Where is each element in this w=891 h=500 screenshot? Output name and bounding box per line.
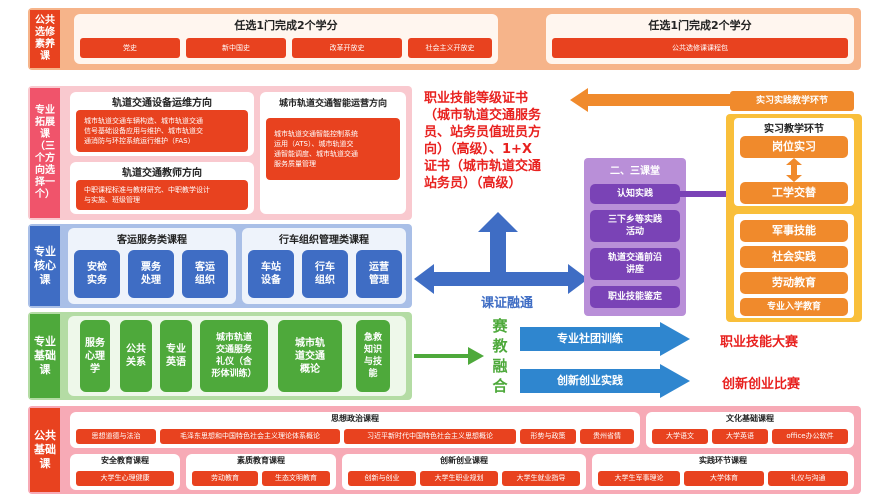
- practice-item-laodong: 劳动教育: [740, 272, 848, 294]
- sz-item-4: 形势与政策: [520, 429, 576, 444]
- cx-item-3: 大学生就业指导: [502, 471, 580, 486]
- core-group1-title: 客运服务类课程: [117, 235, 187, 246]
- cert-text: 职业技能等级证书 （城市轨道交通服务 员、站务员值班员方 向）（高级）、1+X …: [424, 91, 542, 191]
- contest-skills: 职业技能大赛: [720, 335, 799, 350]
- arrow-up-blue: [478, 212, 518, 272]
- sz-item-2: 毛泽东思想和中国特色社会主义理论体系概论: [160, 429, 340, 444]
- sj-item-1: 大学生军事理论: [598, 471, 680, 486]
- sy-title: 素质教育课程: [237, 456, 285, 465]
- row-label-basic: 专业 基础 课: [30, 314, 60, 398]
- wh-item-2: 大学英语: [712, 429, 768, 444]
- classroom-item-jiangzuo: 轨道交通前沿 讲座: [590, 248, 680, 280]
- arrow-innov: [520, 364, 690, 398]
- sy-item-2: 生态文明教育: [262, 471, 330, 486]
- elective-item-shehuizhuyi: 社会主义开放史: [408, 38, 492, 58]
- core-item-piaowu: 票务 处理: [128, 250, 174, 298]
- ext-dir1-courses: 城市轨道交通车辆构造、城市轨道交通 信号基础设备应用与维护、城市轨道交 通消防与…: [76, 110, 248, 152]
- sj-title: 实践环节课程: [699, 456, 747, 465]
- aq-title: 安全教育课程: [101, 456, 149, 465]
- core-item-keyun: 客运 组织: [182, 250, 228, 298]
- practice-inner-title: 实习教学环节: [764, 124, 824, 135]
- practice-top-label: 实习实践教学环节: [730, 91, 854, 111]
- ext-dir2-title: 轨道交通教师方向: [122, 168, 202, 179]
- cx-title: 创新创业课程: [440, 456, 488, 465]
- arrow-club: [520, 322, 690, 356]
- core-item-anjian: 安检 实务: [74, 250, 120, 298]
- sz-item-1: 思想道德与法治: [76, 429, 156, 444]
- cx-item-2: 大学生职业规划: [420, 471, 498, 486]
- arrow-practice-to-cert: [570, 88, 730, 112]
- basic-item-jijiu: 急救 知识 与技 能: [356, 320, 390, 392]
- classroom-item-renzhi: 认知实践: [590, 184, 680, 204]
- classroom-title: 二、三课堂: [610, 166, 660, 177]
- elective-item-dangshi: 党史: [80, 38, 180, 58]
- sj-item-2: 大学体育: [684, 471, 764, 486]
- arrow-vertical-practice: [786, 158, 802, 182]
- sz-item-5: 贵州省情: [580, 429, 634, 444]
- kezheng-label: 课证融通: [480, 296, 533, 311]
- core-item-xingche: 行车 组织: [302, 250, 348, 298]
- ext-dir1-title: 轨道交通设备运维方向: [112, 98, 212, 109]
- sj-item-3: 礼仪与沟通: [768, 471, 848, 486]
- row-label-public-elective: 公共 选修 素养 课: [30, 10, 60, 68]
- contest-innov: 创新创业比赛: [722, 377, 801, 392]
- core-item-chezhan: 车站 设备: [248, 250, 294, 298]
- wh-item-3: office办公软件: [772, 429, 848, 444]
- sz-item-3: 习近平新时代中国特色社会主义思想概论: [344, 429, 516, 444]
- basic-item-gailun: 城市轨 道交通 概论: [278, 320, 342, 392]
- saijiao-label: 赛 教 融 合: [492, 317, 508, 395]
- club-label: 专业社团训练: [557, 332, 623, 345]
- row-label-core: 专业 核心 课: [30, 226, 60, 306]
- core-group2-title: 行车组织管理类课程: [279, 235, 369, 246]
- aq-item-1: 大学生心理健康: [76, 471, 174, 486]
- elective-item-package: 公共选修课课程包: [552, 38, 848, 58]
- elective-item-gaige: 改革开放史: [292, 38, 402, 58]
- elective-item-xinzhongguo: 新中国史: [186, 38, 286, 58]
- arrow-green: [414, 347, 484, 365]
- classroom-item-sanxiaxiang: 三下乡等实践 活动: [590, 210, 680, 242]
- practice-item-gangwei: 岗位实习: [740, 136, 848, 158]
- practice-item-gongxue: 工学交替: [740, 182, 848, 204]
- row-label-public-basic: 公共 基础 课: [30, 408, 60, 492]
- ext-dir3-courses: 城市轨道交通智能控制系统 运用（ATS）、城市轨道交 通智能调度、城市轨道交通 …: [266, 118, 400, 180]
- elective-left-title: 任选1门完成2个学分: [234, 19, 338, 32]
- basic-item-fuwuxinli: 服务 心理 学: [80, 320, 110, 392]
- sz-title: 思想政治课程: [331, 414, 379, 423]
- practice-item-ruxue: 专业入学教育: [740, 298, 848, 316]
- innov-label: 创新创业实践: [557, 374, 623, 387]
- sy-item-1: 劳动教育: [192, 471, 258, 486]
- practice-item-shehui: 社会实践: [740, 246, 848, 268]
- core-item-yunying: 运营 管理: [356, 250, 402, 298]
- practice-item-junshi: 军事技能: [740, 220, 848, 242]
- row-label-extension: 专业 拓展 课 （三 个方 向选 择一 个）: [30, 88, 60, 218]
- cx-item-1: 创新与创业: [348, 471, 416, 486]
- basic-item-gonggongguanxi: 公共 关系: [120, 320, 152, 392]
- elective-right-title: 任选1门完成2个学分: [648, 19, 752, 32]
- basic-item-liyi: 城市轨道 交通服务 礼仪（含 形体训练）: [200, 320, 268, 392]
- ext-dir3-title: 城市轨道交通智能运营方向: [278, 99, 387, 109]
- arrow-horizontal-blue: [414, 264, 588, 294]
- ext-dir2-courses: 中职课程标准与教材研究、中职教学设计 与实施、班级管理: [76, 180, 248, 210]
- basic-item-zhuanyeyingyu: 专业 英语: [160, 320, 192, 392]
- classroom-item-jianding: 职业技能鉴定: [590, 286, 680, 308]
- wh-title: 文化基础课程: [726, 414, 774, 423]
- wh-item-1: 大学语文: [652, 429, 708, 444]
